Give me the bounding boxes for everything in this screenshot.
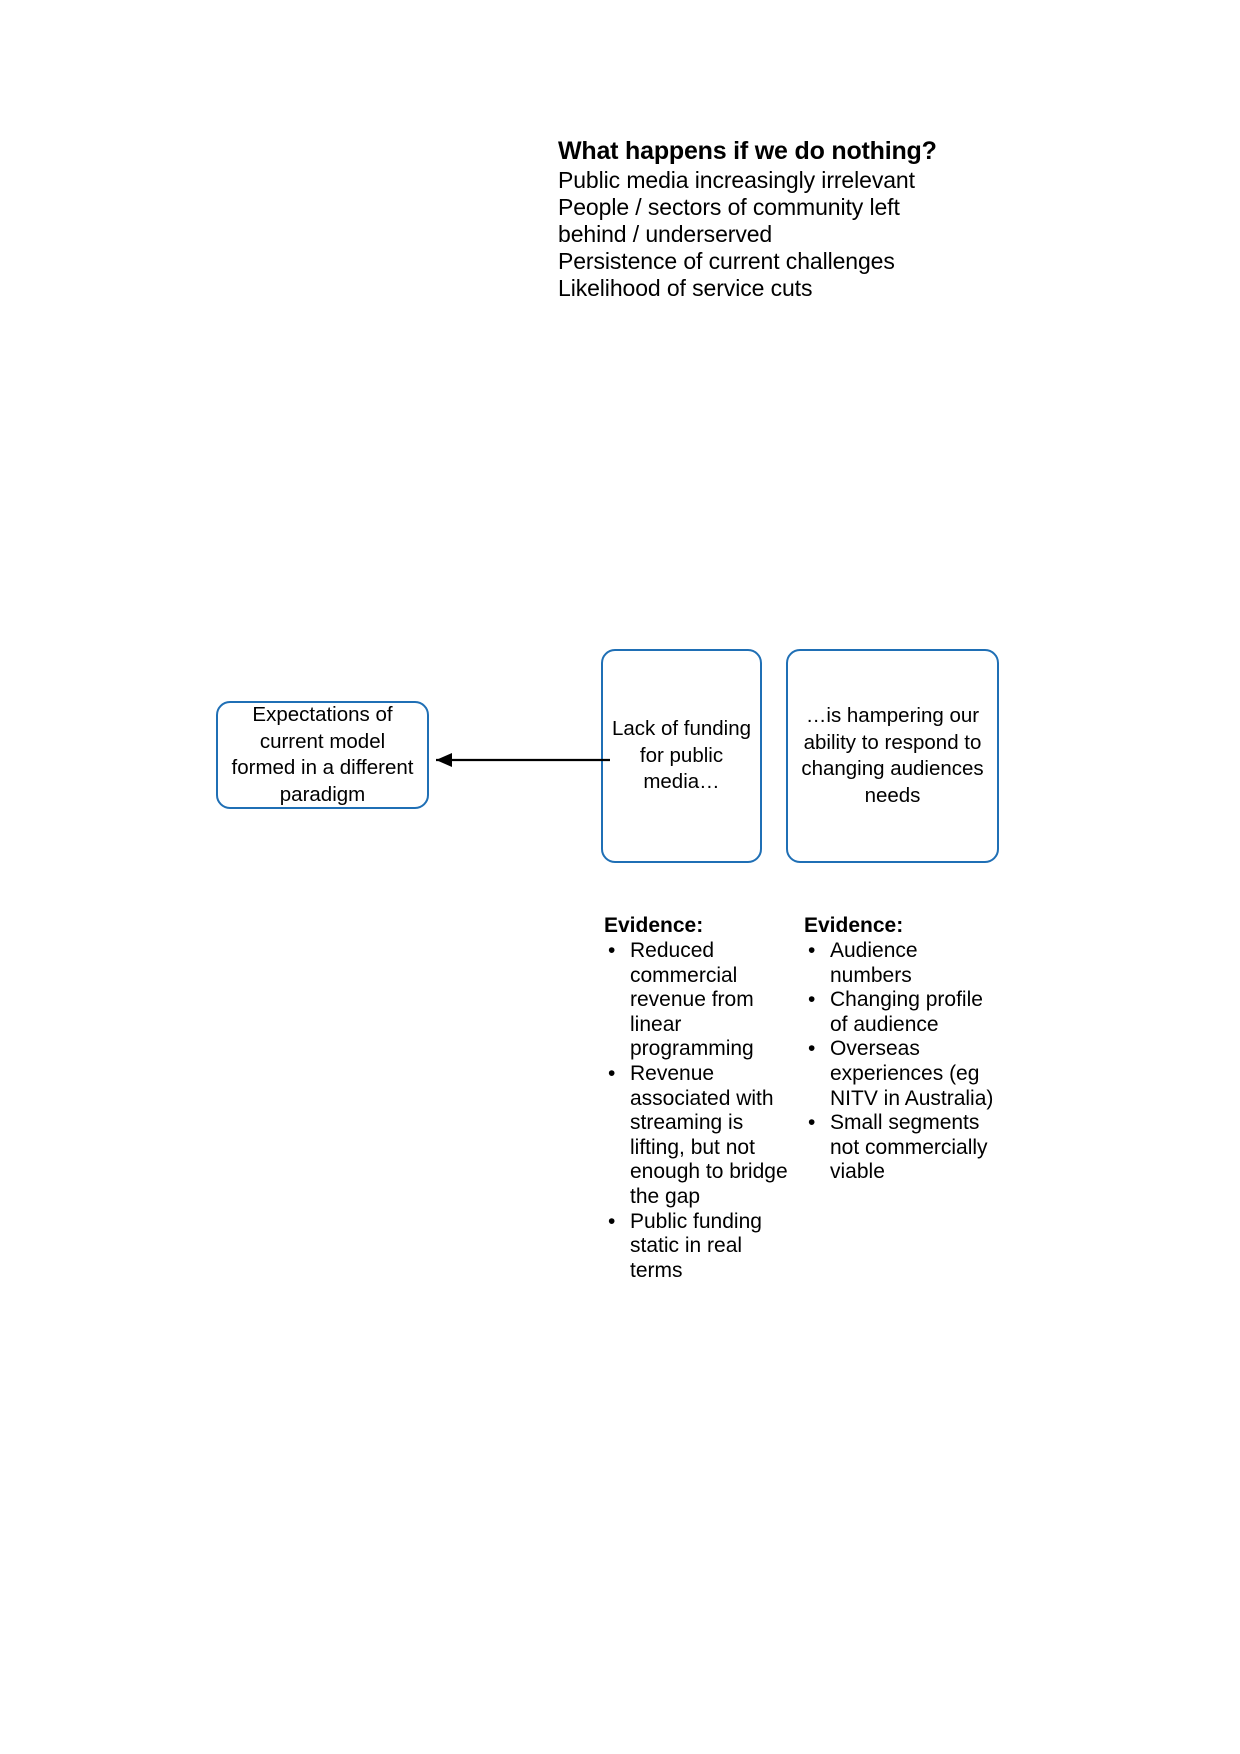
- header-line-3: behind / underserved: [558, 221, 773, 247]
- evidence-list-audience: Evidence: • Audience numbers • Changing …: [804, 913, 1000, 1185]
- bullet-icon: •: [808, 1111, 816, 1135]
- list-item-label: Revenue associated with streaming is lif…: [630, 1061, 788, 1208]
- bullet-icon: •: [808, 1037, 816, 1061]
- box-lack-of-funding-label: Lack of funding for public media…: [611, 717, 752, 794]
- header-line-1: Public media increasingly irrelevant: [558, 167, 915, 193]
- bullet-icon: •: [608, 1061, 616, 1085]
- bullet-icon: •: [808, 988, 816, 1012]
- list-item: • Reduced commercial revenue from linear…: [604, 939, 794, 1062]
- box-expectations-label: Expectations of current model formed in …: [231, 703, 414, 806]
- list-item: • Overseas experiences (eg NITV in Austr…: [804, 1037, 1000, 1111]
- header-line-2: People / sectors of community left: [558, 194, 900, 220]
- page-title: What happens if we do nothing?: [558, 137, 937, 165]
- box-expectations-current-model[interactable]: Expectations of current model formed in …: [216, 701, 429, 809]
- box-lack-of-funding[interactable]: Lack of funding for public media…: [601, 649, 762, 863]
- list-item-label: Reduced commercial revenue from linear p…: [630, 939, 754, 1061]
- evidence-items-audience: • Audience numbers • Changing profile of…: [804, 939, 1000, 1185]
- evidence-items-funding: • Reduced commercial revenue from linear…: [604, 939, 794, 1283]
- header-line-4: Persistence of current challenges: [558, 248, 895, 274]
- list-item-label: Audience numbers: [830, 939, 918, 987]
- box-hampering-response-label: …is hampering our ability to respond to …: [801, 704, 984, 807]
- list-item: • Changing profile of audience: [804, 988, 1000, 1037]
- bullet-icon: •: [608, 1209, 616, 1233]
- bullet-icon: •: [808, 939, 816, 962]
- list-item-label: Changing profile of audience: [830, 988, 983, 1036]
- list-item-label: Small segments not commercially viable: [830, 1111, 988, 1184]
- box-hampering-response[interactable]: …is hampering our ability to respond to …: [786, 649, 999, 863]
- header-text-block: What happens if we do nothing? Public me…: [558, 136, 1028, 302]
- list-item: • Small segments not commercially viable: [804, 1111, 1000, 1185]
- list-item: • Public funding static in real terms: [604, 1210, 794, 1284]
- header-line-5: Likelihood of service cuts: [558, 275, 813, 301]
- list-item-label: Public funding static in real terms: [630, 1209, 762, 1282]
- list-item: • Audience numbers: [804, 939, 1000, 988]
- evidence-list-funding: Evidence: • Reduced commercial revenue f…: [604, 913, 794, 1283]
- evidence-heading-audience: Evidence:: [804, 914, 904, 937]
- bullet-icon: •: [608, 939, 616, 962]
- list-item: • Revenue associated with streaming is l…: [604, 1062, 794, 1210]
- list-item-label: Overseas experiences (eg NITV in Austral…: [830, 1037, 994, 1110]
- evidence-heading-funding: Evidence:: [604, 914, 704, 937]
- arrow-left-icon: [436, 753, 610, 767]
